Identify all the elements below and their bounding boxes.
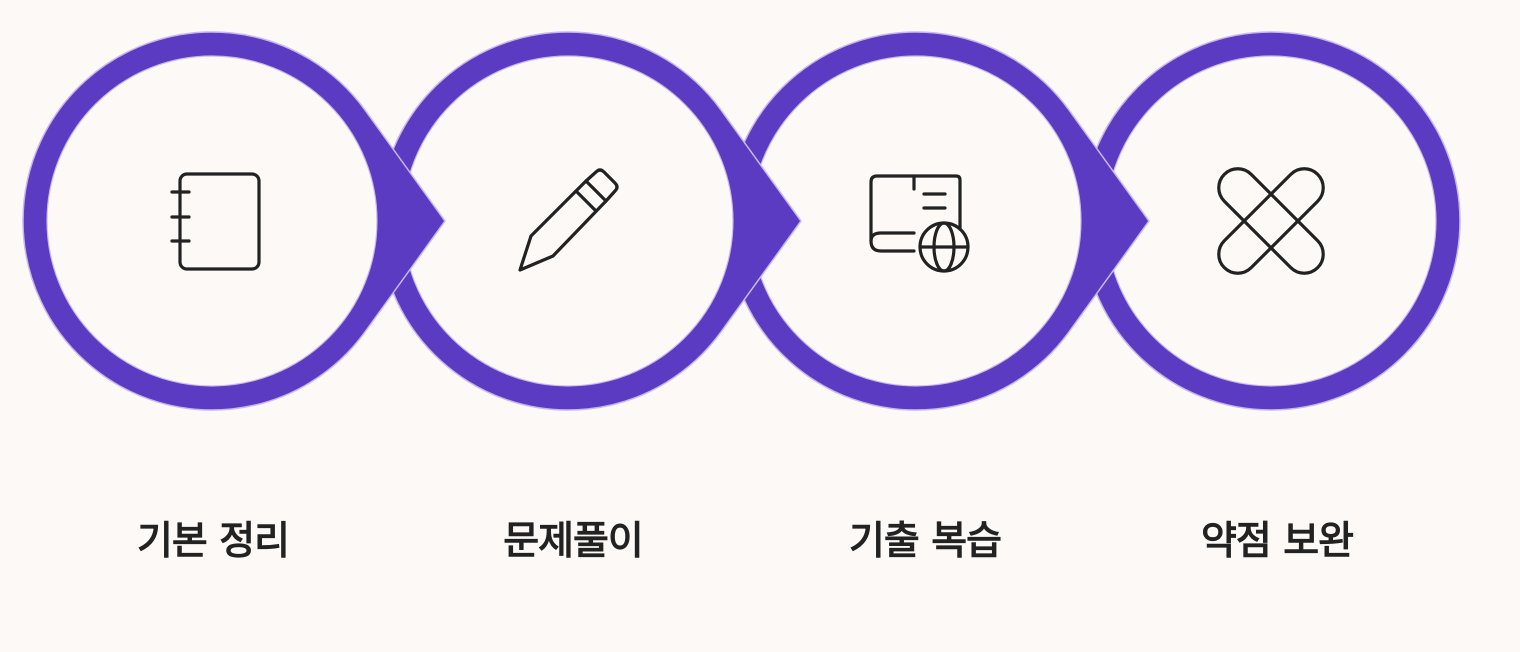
process-flow [22,31,1461,411]
step-ring-3 [726,31,1150,411]
step-rings [22,31,1461,411]
notebook-icon [170,172,261,271]
step-ring-1 [22,31,446,411]
step-inner-circle [402,55,734,387]
pencil-icon [518,168,619,272]
step-icons [170,167,1325,275]
bandage-icon [1217,167,1325,275]
step-label-4: 약점 보완 [1200,519,1354,564]
step-ring-4 [1081,31,1461,411]
step-label-3: 기출 복습 [848,519,1002,564]
step-inner-circle [1105,55,1437,387]
book-globe-icon [869,174,970,273]
step-label-2: 문제풀이 [503,519,644,564]
step-inner-circle [46,55,378,387]
step-label-1: 기본 정리 [136,519,290,564]
